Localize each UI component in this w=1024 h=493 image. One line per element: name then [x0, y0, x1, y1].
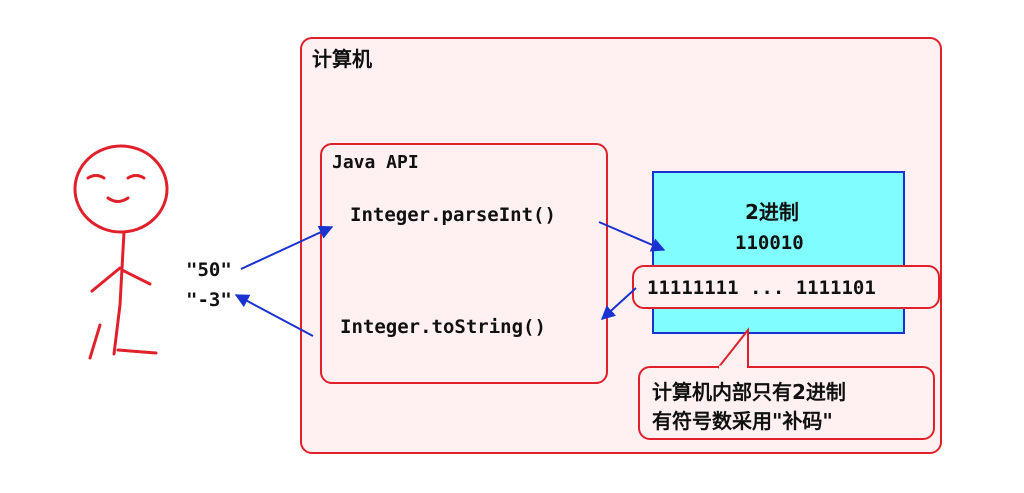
java-api-container: [320, 143, 608, 384]
person-icon: [73, 144, 169, 360]
arrow-string-to-parse: [240, 225, 334, 270]
arrow-binary-to-tostring: [600, 287, 637, 320]
string-minus-three: "-3": [186, 289, 232, 311]
binary-positive-value: 110010: [735, 232, 804, 254]
string-fifty: "50": [186, 259, 232, 281]
note-line-1: 计算机内部只有2进制: [652, 380, 846, 404]
binary-title: 2进制: [745, 200, 799, 224]
computer-title: 计算机: [312, 47, 372, 71]
negative-binary-box: [632, 265, 940, 309]
to-string-label: Integer.toString(): [340, 316, 546, 338]
java-api-title: Java API: [332, 152, 419, 173]
binary-negative-value: 11111111 ... 1111101: [647, 277, 876, 299]
arrow-tostring-to-string: [234, 294, 314, 337]
note-callout: [638, 366, 935, 440]
arrow-parse-to-binary: [598, 221, 666, 252]
note-line-2: 有符号数采用"补码": [652, 409, 833, 433]
callout-tail: [717, 327, 749, 369]
parse-int-label: Integer.parseInt(): [350, 204, 556, 226]
